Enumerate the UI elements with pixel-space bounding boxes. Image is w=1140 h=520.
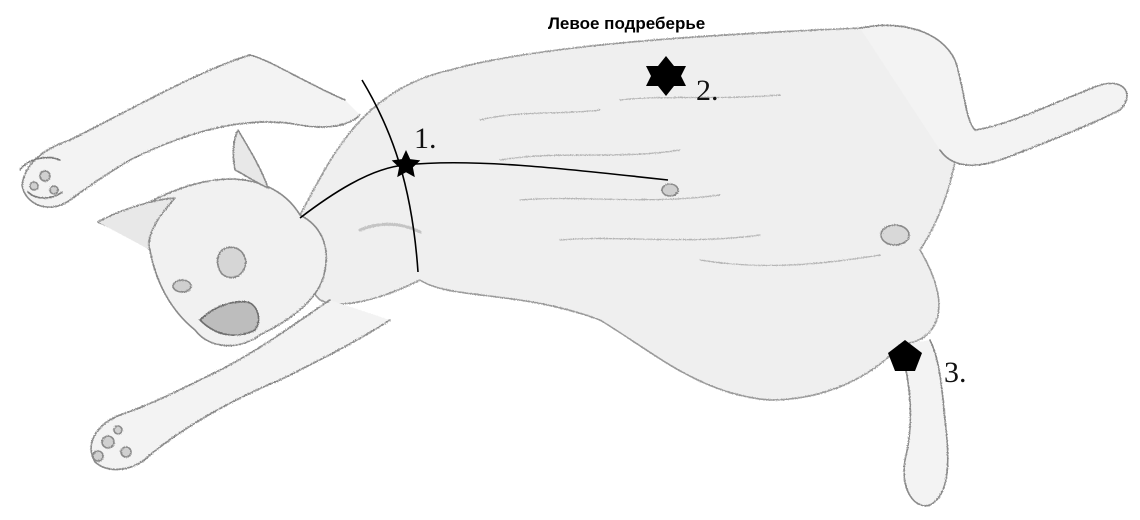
marker-2-label: 2. [696, 76, 719, 106]
dog-body-sketch [20, 25, 1127, 505]
marker-1-label: 1. [414, 124, 437, 154]
marker-3-label: 3. [944, 358, 967, 388]
region-label: Левое подреберье [548, 14, 705, 34]
